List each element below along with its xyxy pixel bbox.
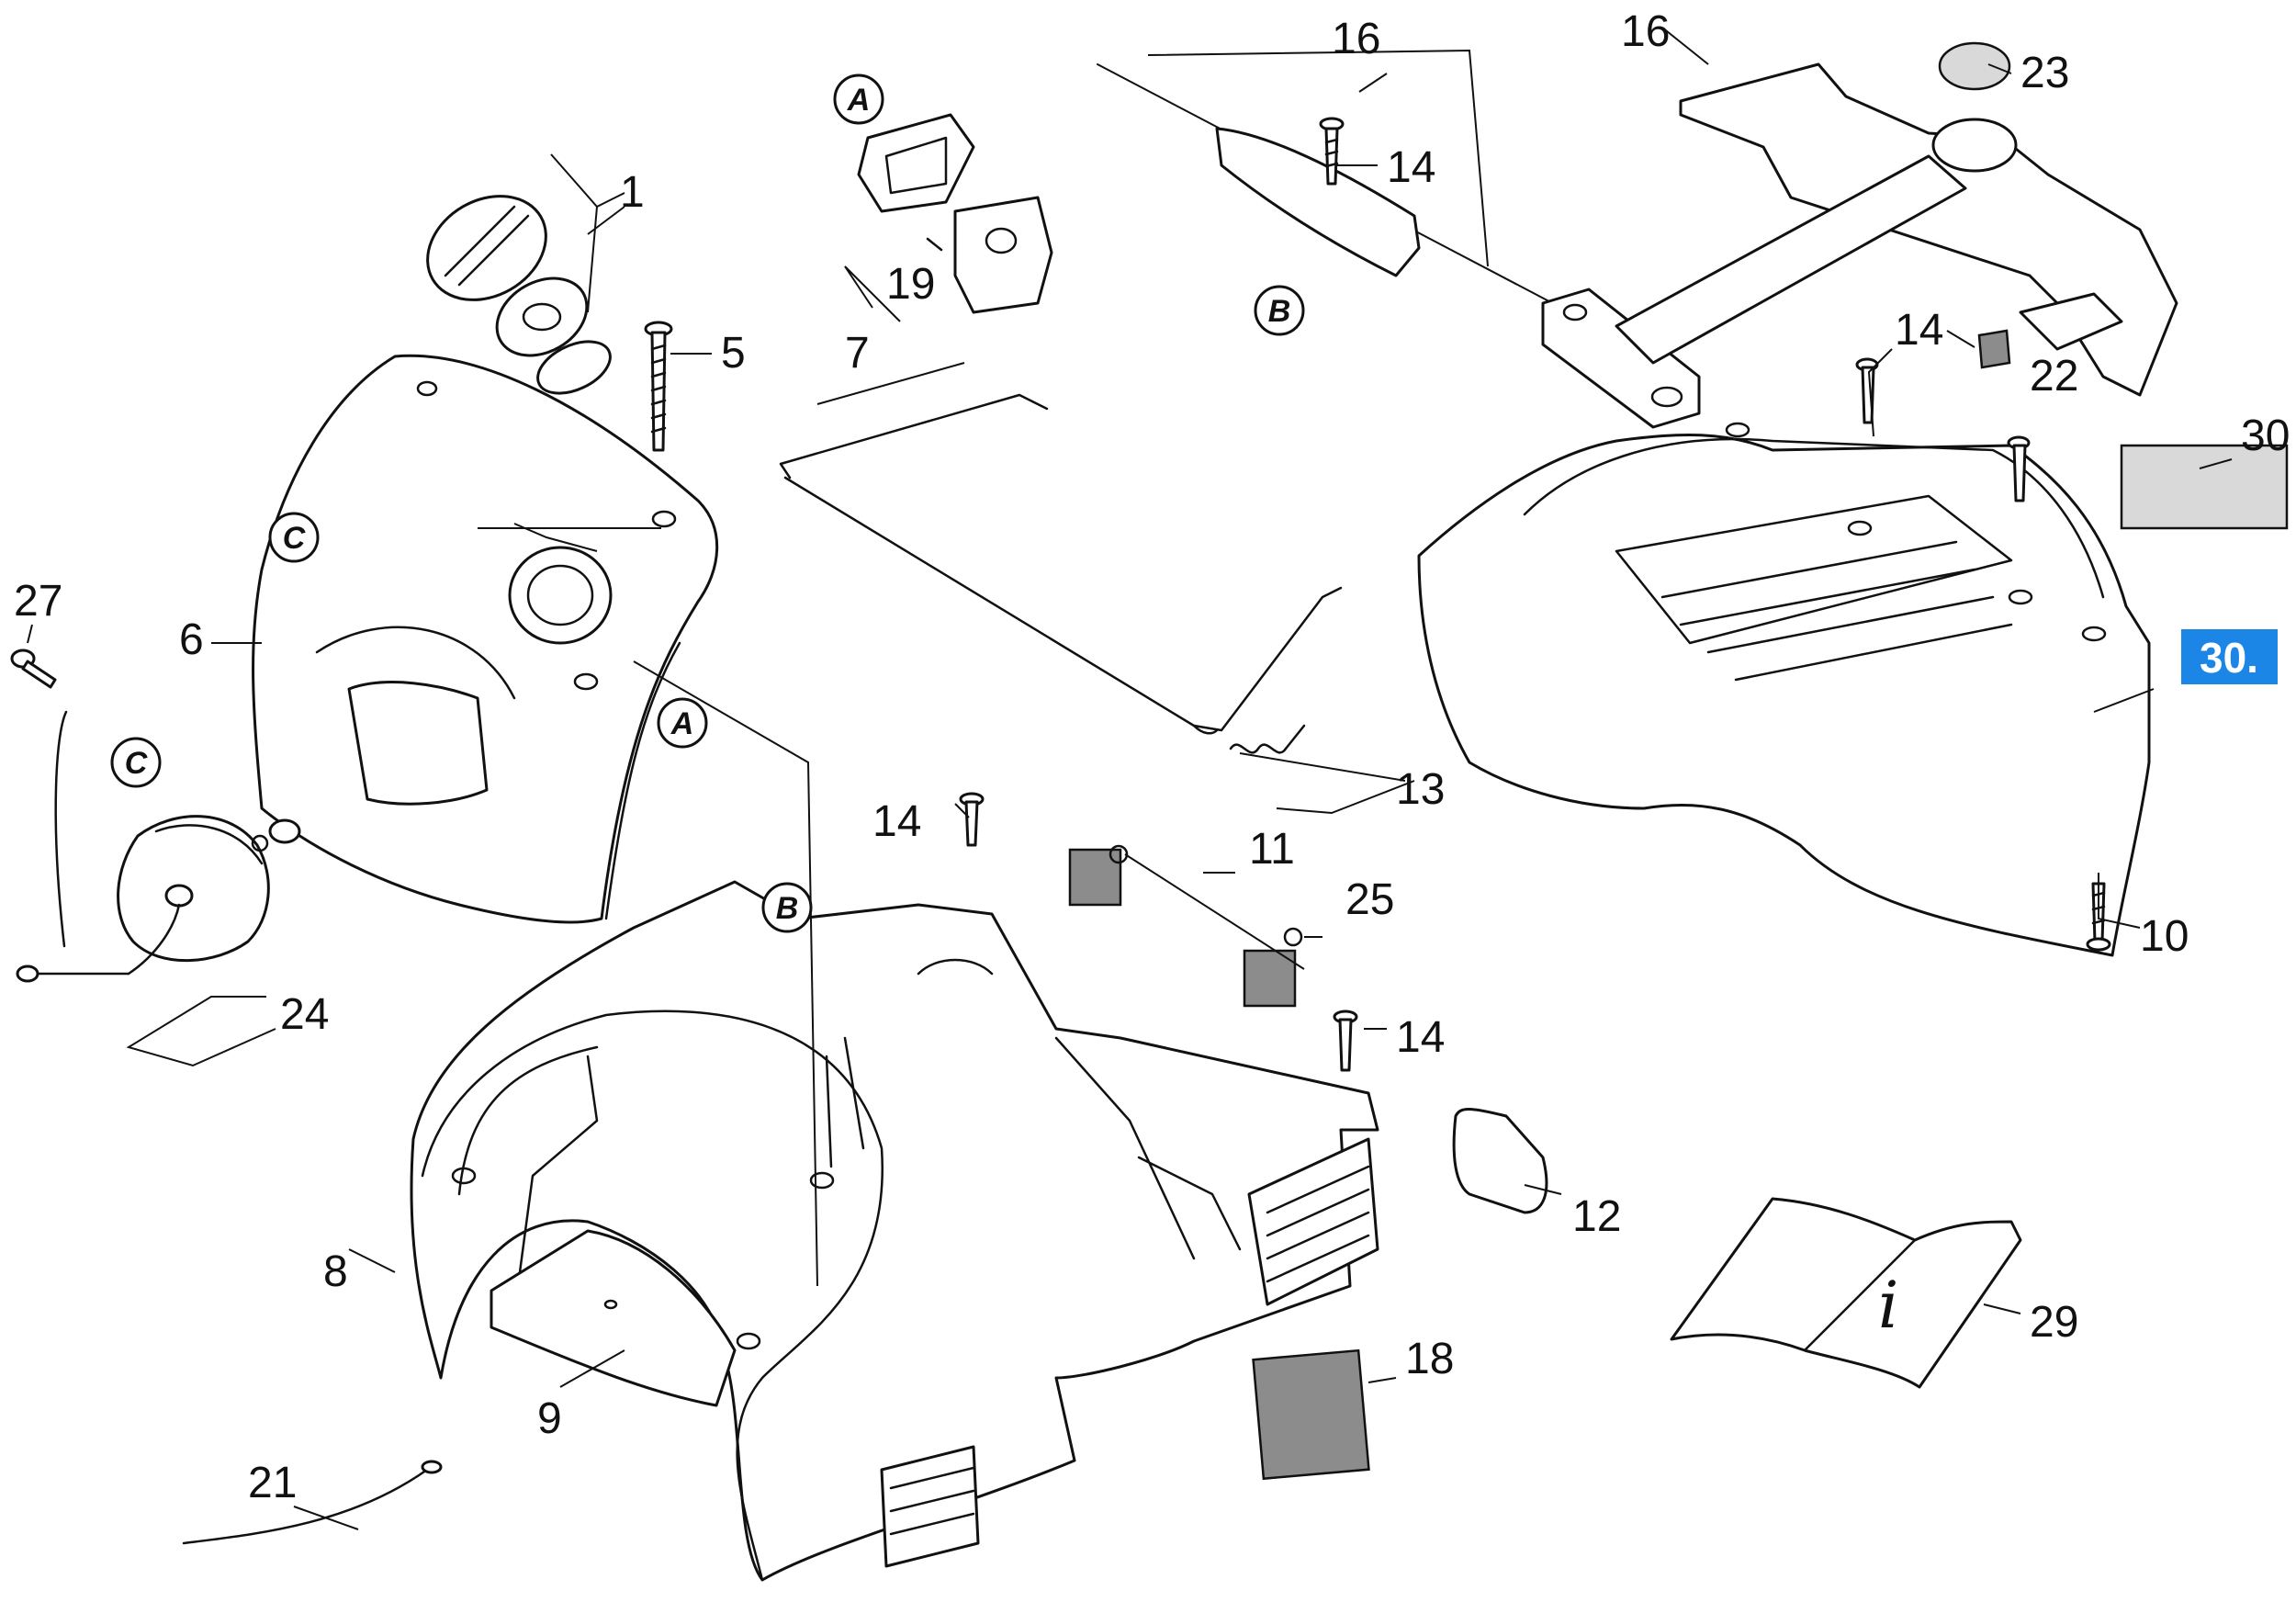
callout-c-left-letter: C [125,746,148,781]
part-30-label-plate [2120,444,2289,530]
label-9: 9 [537,1394,562,1443]
part-9-insert-plate [490,1229,737,1407]
leader-lines [27,27,2233,1530]
callout-b-top-letter: B [1268,294,1291,329]
assembly-badge-text: 30. [2200,634,2258,682]
part-5-screw [644,321,673,452]
label-10: 10 [2140,912,2189,961]
manual-info-letter: i [1878,1268,1898,1343]
part-11-filter-pads [1068,844,1303,1008]
part-12-label-plate [1452,1108,1548,1214]
part-10-screw [2086,882,2111,952]
label-18: 18 [1405,1335,1454,1383]
label-14c: 14 [872,797,921,846]
callout-b-top: B [1254,285,1305,336]
callout-b-mid-letter: B [776,891,799,926]
manual-book-icon: i [1670,1197,2022,1389]
part-24-fuel-cap [26,710,301,976]
label-8: 8 [323,1247,348,1296]
assembly-badge-30: 30. [2181,629,2278,684]
label-16a: 16 [1332,15,1380,63]
part-7-switch-assembly [857,113,1053,314]
part-14-screw-top [1319,117,1345,186]
part-handle-frame [1615,62,2178,397]
part-number-labels: 1 5 6 7 8 9 10 11 12 13 14 14 14 14 16 1… [14,7,2290,1507]
label-12: 12 [1572,1192,1621,1241]
callout-a-top: A [833,73,884,125]
label-24: 24 [280,990,329,1039]
label-19: 19 [886,260,935,309]
part-22-clip [1977,329,2011,369]
label-25: 25 [1345,875,1394,924]
part-23-cap [1938,41,2011,91]
part-16-hinge-bar [1097,63,1701,429]
label-30: 30 [2241,412,2290,460]
part-30-base-tray [1417,422,2151,957]
callout-c-left: C [110,737,162,788]
part-6-rear-shroud [252,354,719,924]
part-21-cable [182,1460,443,1545]
label-6: 6 [179,615,204,664]
label-13: 13 [1396,765,1445,814]
part-1-tank-cap [426,195,612,395]
label-14a: 14 [1387,143,1435,192]
label-27: 27 [14,577,62,626]
callout-a-mid: A [657,697,708,749]
label-23: 23 [2020,49,2069,97]
label-29: 29 [2030,1298,2078,1347]
callout-b-mid: B [761,882,813,933]
callout-c-top-letter: C [283,521,306,556]
label-14b: 14 [1895,306,1943,355]
label-16b: 16 [1621,7,1670,56]
part-27-screw [10,649,57,983]
part-13-spring [1229,724,1306,754]
part-14-screws-mid [959,792,1358,1072]
callout-a-top-letter: A [847,83,871,118]
callout-c-top: C [268,512,320,563]
label-21: 21 [248,1459,297,1507]
part-wire-frame [779,393,1343,735]
label-11: 11 [1249,825,1295,874]
label-1: 1 [620,168,645,217]
label-14d: 14 [1396,1013,1445,1062]
label-5: 5 [721,329,746,378]
label-22: 22 [2030,352,2078,400]
callout-a-mid-letter: A [670,706,694,741]
label-7: 7 [845,329,870,378]
part-18-filter [1252,1348,1370,1481]
part-8-main-housing [410,880,1379,1582]
